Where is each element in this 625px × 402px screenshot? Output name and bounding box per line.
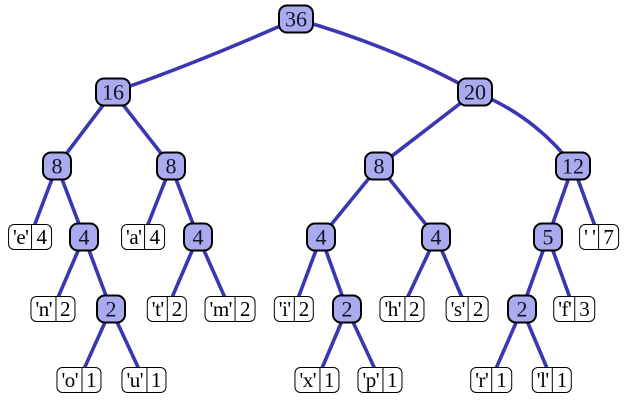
leaf-node-h: 'h'2 (379, 296, 425, 322)
leaf-count-label: 2 (467, 297, 488, 321)
internal-node-n4a: 4 (69, 222, 99, 252)
leaf-char-label: 'p' (362, 367, 380, 392)
leaf-count-label: 1 (382, 368, 402, 392)
node-count-label: 2 (341, 296, 353, 321)
leaf-char-label: 's' (450, 296, 466, 321)
leaf-count-label: 3 (574, 297, 594, 321)
internal-node-n5: 5 (533, 222, 563, 252)
leaf-count-label: 1 (551, 368, 572, 392)
leaf-node-e: 'e'4 (8, 224, 52, 250)
leaf-char-label: 'h' (384, 296, 402, 321)
leaf-node-space: ' '7 (579, 224, 619, 250)
tree-edge-n36-n16 (112, 17, 297, 94)
leaf-char-label: 'l' (536, 367, 549, 392)
leaf-char-label: 'a' (126, 224, 142, 249)
internal-node-n2b: 2 (332, 294, 362, 324)
internal-node-n2c: 2 (507, 294, 537, 324)
leaf-char-label: 'o' (61, 367, 79, 392)
node-count-label: 8 (373, 153, 385, 178)
leaf-char-label: 'x' (299, 367, 317, 392)
leaf-node-t: 't'2 (146, 296, 188, 322)
node-count-label: 5 (542, 224, 554, 249)
leaf-char-label: 't' (151, 296, 164, 321)
internal-node-n4d: 4 (421, 222, 451, 252)
leaf-char-label: 'i' (278, 296, 291, 321)
leaf-node-i: 'i'2 (273, 296, 315, 322)
leaf-char-label: 'e' (13, 224, 29, 249)
leaf-count-label: 1 (319, 368, 339, 392)
node-count-label: 2 (105, 296, 117, 321)
leaf-count-label: 2 (404, 297, 424, 321)
internal-node-n8c: 8 (364, 151, 394, 181)
leaf-count-label: 2 (55, 297, 75, 321)
internal-node-n8b: 8 (156, 151, 186, 181)
internal-node-n36: 36 (278, 4, 314, 34)
leaf-count-label: 1 (146, 368, 166, 392)
node-count-label: 20 (464, 79, 486, 104)
leaf-node-u: 'u'1 (121, 367, 167, 393)
leaf-char-label: 'u' (126, 367, 144, 392)
node-count-label: 4 (430, 224, 442, 249)
leaf-char-label: 'n' (35, 296, 53, 321)
leaf-count-label: 2 (166, 297, 187, 321)
leaf-node-n: 'n'2 (30, 296, 76, 322)
leaf-node-x: 'x'1 (294, 367, 340, 393)
leaf-count-label: 7 (598, 225, 618, 249)
leaf-node-a: 'a'4 (121, 224, 165, 250)
node-count-label: 8 (165, 153, 177, 178)
leaf-count-label: 1 (81, 368, 101, 392)
leaf-char-label: 'm' (209, 296, 233, 321)
leaf-node-l: 'l'1 (531, 367, 573, 393)
node-count-label: 16 (102, 79, 124, 104)
leaf-count-label: 1 (491, 368, 511, 392)
leaf-node-r: 'r'1 (470, 367, 512, 393)
leaf-node-o: 'o'1 (56, 367, 102, 393)
tree-edge-n36-n20 (295, 17, 476, 94)
node-count-label: 2 (516, 296, 528, 321)
leaf-node-s: 's'2 (445, 296, 489, 322)
internal-node-n16: 16 (95, 77, 131, 107)
leaf-count-label: 4 (144, 225, 164, 249)
internal-node-n12: 12 (555, 151, 591, 181)
internal-node-n2a: 2 (96, 294, 126, 324)
internal-node-n4b: 4 (183, 222, 213, 252)
leaf-count-label: 2 (234, 297, 255, 321)
internal-node-n4c: 4 (306, 222, 336, 252)
leaf-char-label: 'r' (475, 367, 489, 392)
node-count-label: 12 (562, 153, 584, 178)
internal-node-n8a: 8 (42, 151, 72, 181)
leaf-count-label: 2 (293, 297, 314, 321)
leaf-char-label: ' ' (584, 224, 596, 249)
leaf-node-m: 'm'2 (204, 296, 256, 322)
node-count-label: 36 (285, 6, 307, 31)
leaf-node-p: 'p'1 (357, 367, 403, 393)
node-count-label: 8 (51, 153, 63, 178)
node-count-label: 4 (192, 224, 204, 249)
internal-node-n20: 20 (457, 77, 493, 107)
leaf-node-f: 'f'3 (553, 296, 595, 322)
node-count-label: 4 (78, 224, 90, 249)
node-count-label: 4 (315, 224, 327, 249)
leaf-char-label: 'f' (558, 296, 572, 321)
leaf-count-label: 4 (31, 225, 51, 249)
